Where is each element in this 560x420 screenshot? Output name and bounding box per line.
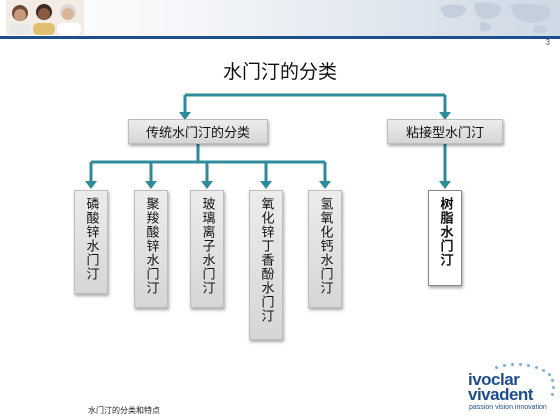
header-band [0,0,560,36]
node-glass-ionomer: 玻璃离子水门汀 [190,190,224,308]
logo-line2: vivadent [468,385,533,404]
node-zinc-polycarboxylate: 聚羧酸锌水门汀 [134,190,168,308]
arrow-root-left [179,112,191,120]
header-rule [0,36,560,39]
logo-line1: ivoclar [468,370,520,389]
logo-tagline: passion vision innovation [469,404,547,411]
slide-title: 水门汀的分类 [222,61,337,83]
node-calcium-hydroxide: 氢氧化钙水门汀 [308,190,342,308]
ivoclar-vivadent-logo: ivoclar vivadent passion vision innovati… [465,360,555,415]
node-zinc-phosphate: 磷酸锌水门汀 [74,190,108,294]
arrow-qing [319,181,331,189]
node-traditional-cement: 传统水门汀的分类 [128,119,268,144]
page-number: 3 [545,38,550,47]
node-resin-cement: 树脂水门汀 [428,190,462,286]
arrow-shuzhi [439,181,451,189]
arrow-root-right [439,112,451,120]
world-map-graphic [440,2,551,34]
arrow-yang [260,181,272,189]
arrow-ju [145,181,157,189]
node-adhesive-cement: 粘接型水门汀 [387,119,503,144]
arrow-bo [201,181,213,189]
node-zinc-oxide-eugenol: 氧化锌丁香酚水门汀 [249,190,283,340]
footer-text: 水门汀的分类和特点 [88,406,160,415]
header-people-photo [6,0,84,35]
arrow-lin [85,181,97,189]
